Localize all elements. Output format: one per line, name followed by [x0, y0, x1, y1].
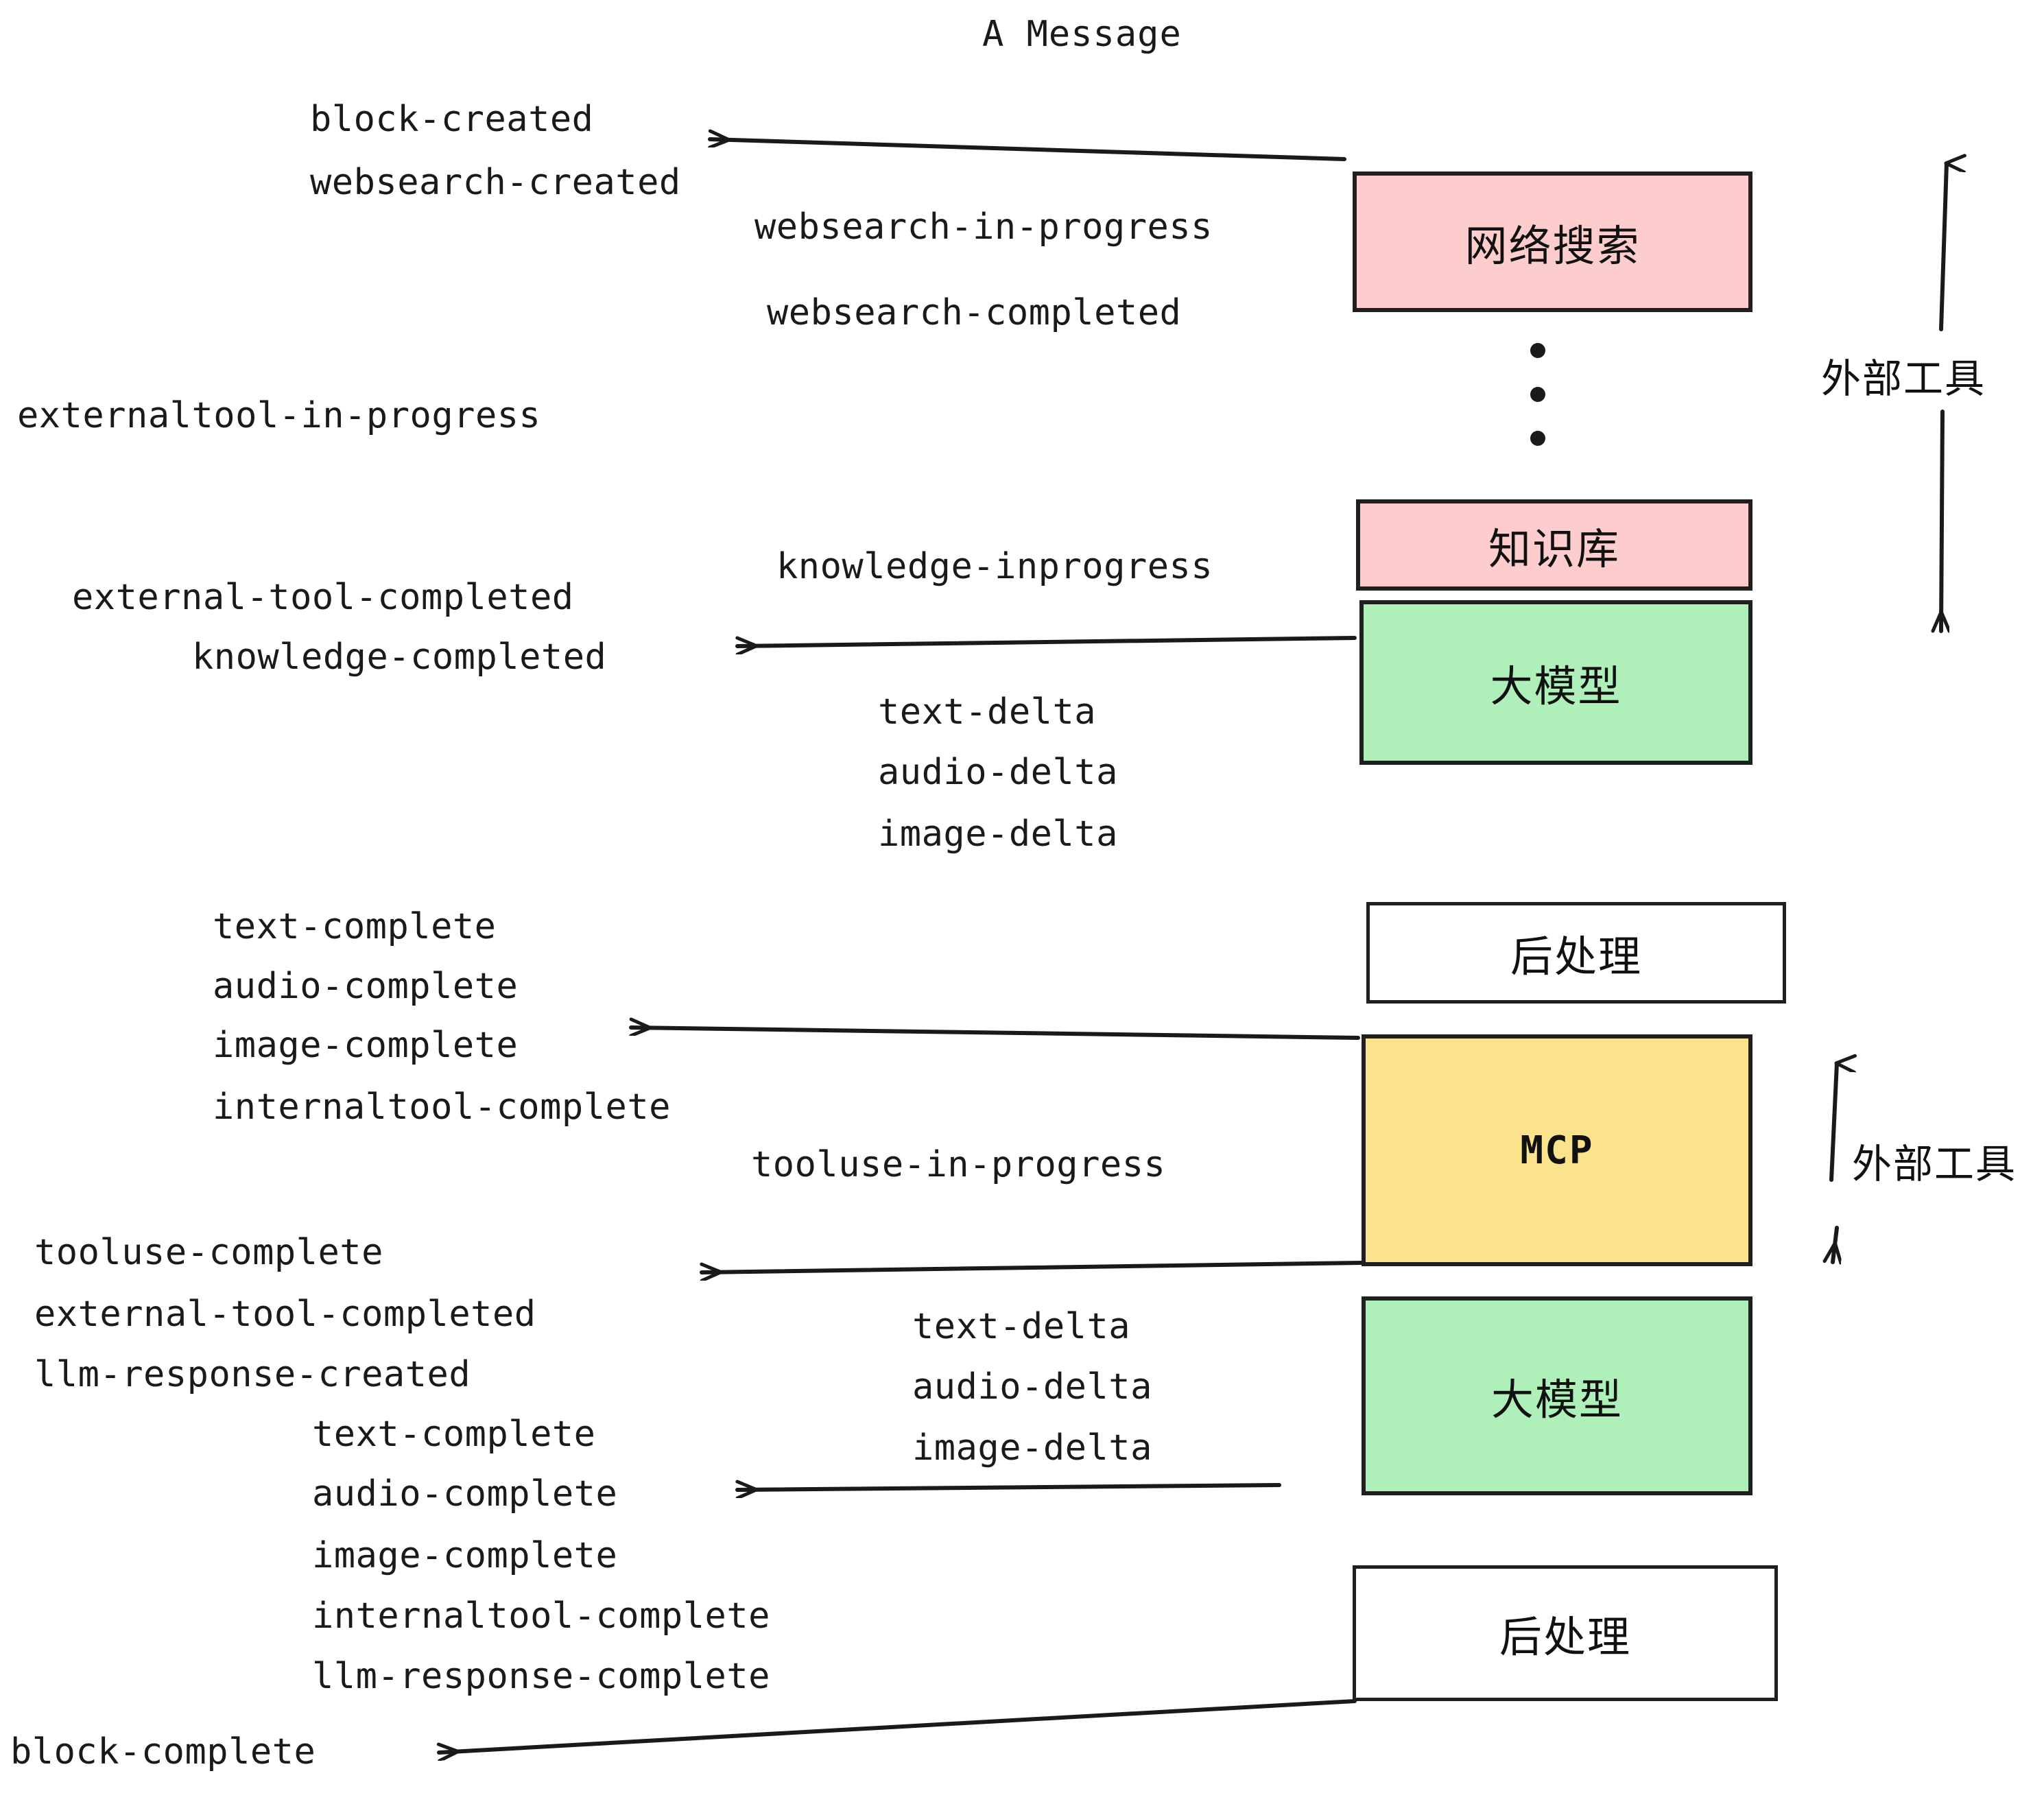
node-llm-1[interactable]: 大模型	[1359, 600, 1752, 765]
node-mcp[interactable]: MCP	[1362, 1034, 1752, 1266]
event-text-complete-2: text-complete	[312, 1414, 596, 1455]
event-knowledge-inprogress: knowledge-inprogress	[776, 546, 1213, 587]
event-image-delta-2: image-delta	[912, 1427, 1152, 1469]
event-llm-response-created: llm-response-created	[34, 1354, 471, 1395]
node-postprocessing-1-label: 后处理	[1510, 931, 1642, 982]
event-audio-delta-2: audio-delta	[912, 1366, 1152, 1408]
side-label-external-tools-bottom: 外部工具	[1852, 1141, 2017, 1187]
node-postprocessing-2[interactable]: 后处理	[1353, 1565, 1778, 1701]
node-llm-2-label: 大模型	[1490, 1375, 1623, 1425]
event-audio-complete-2: audio-complete	[312, 1473, 618, 1515]
node-websearch[interactable]: 网络搜索	[1353, 171, 1752, 312]
node-postprocessing-1[interactable]: 后处理	[1366, 902, 1786, 1004]
arrow-postproc-to-image-complete	[629, 1028, 1360, 1040]
arrow-postproc2-to-block-complete	[439, 1699, 1357, 1753]
event-image-complete-2: image-complete	[312, 1535, 618, 1576]
event-external-tool-completed-1: external-tool-completed	[72, 577, 574, 618]
node-postprocessing-2-label: 后处理	[1499, 1612, 1631, 1662]
node-mcp-label: MCP	[1520, 1128, 1594, 1173]
event-internaltool-complete-2: internaltool-complete	[312, 1595, 770, 1637]
event-text-delta-2: text-delta	[912, 1306, 1131, 1347]
event-audio-delta-1: audio-delta	[878, 752, 1118, 793]
arrow-knowledge-to-knowledge-completed	[735, 636, 1357, 646]
event-tooluse-complete: tooluse-complete	[34, 1232, 383, 1273]
node-llm-2[interactable]: 大模型	[1362, 1296, 1752, 1495]
event-websearch-created: websearch-created	[310, 162, 681, 203]
arrow-llm2-to-audio-complete	[735, 1485, 1281, 1490]
event-block-complete: block-complete	[10, 1731, 316, 1772]
event-externaltool-in-progress: externaltool-in-progress	[17, 395, 541, 436]
event-internaltool-complete-1: internaltool-complete	[213, 1087, 671, 1128]
node-llm-1-label: 大模型	[1490, 661, 1622, 711]
arrow-mcp-to-tooluse-complete	[700, 1261, 1364, 1272]
external-tools-bottom-span	[1831, 1063, 1837, 1262]
vertical-ellipsis-icon	[1530, 343, 1546, 446]
node-knowledge-label: 知识库	[1488, 523, 1620, 574]
node-knowledge[interactable]: 知识库	[1356, 499, 1752, 591]
event-audio-complete-1: audio-complete	[213, 966, 519, 1007]
arrow-websearch-to-block-created	[708, 139, 1346, 161]
diagram-title: A Message	[982, 14, 1182, 55]
event-image-delta-1: image-delta	[878, 814, 1118, 855]
node-websearch-label: 网络搜索	[1464, 220, 1641, 271]
side-label-external-tools-top: 外部工具	[1821, 355, 1986, 402]
event-image-complete-1: image-complete	[213, 1025, 519, 1066]
event-websearch-completed: websearch-completed	[767, 292, 1182, 333]
event-llm-response-complete: llm-response-complete	[312, 1656, 770, 1697]
event-text-delta-1: text-delta	[878, 691, 1097, 733]
event-external-tool-completed-2: external-tool-completed	[34, 1294, 536, 1335]
event-websearch-in-progress: websearch-in-progress	[754, 206, 1213, 248]
event-knowledge-completed: knowledge-completed	[192, 637, 607, 678]
event-block-created: block-created	[310, 99, 594, 140]
event-text-complete-1: text-complete	[213, 906, 497, 947]
event-tooluse-in-progress: tooluse-in-progress	[751, 1144, 1166, 1185]
